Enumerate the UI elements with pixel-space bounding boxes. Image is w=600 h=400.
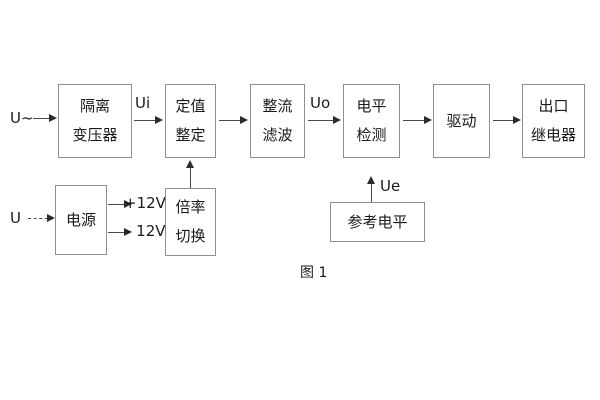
arrow-power-supply-negative-rail <box>108 228 132 237</box>
block-rectify-filter-line-1: 整流 <box>262 97 293 115</box>
arrow-rectify-filter-to-level-detection <box>308 116 342 125</box>
block-multiplier-switch: 倍率 切换 <box>165 188 216 256</box>
arrow-level-detection-to-drive <box>403 116 433 125</box>
block-isolation-transformer: 隔离 变压器 <box>58 84 132 158</box>
arrow-input-ac-to-isolation-transformer <box>33 114 57 123</box>
block-isolation-transformer-line-2: 变压器 <box>72 126 118 144</box>
block-power-supply-line-1: 电源 <box>65 210 96 229</box>
input-dc-label: U <box>10 209 21 227</box>
block-rectify-filter-line-2: 滤波 <box>262 126 293 144</box>
arrow-drive-to-output-relay <box>493 116 522 125</box>
block-output-relay-line-2: 继电器 <box>530 126 576 144</box>
signal-ui-label: Ui <box>135 94 151 112</box>
arrow-isolation-transformer-to-setting-value <box>134 116 164 125</box>
block-level-detection-line-1: 电平 <box>356 97 387 115</box>
block-isolation-transformer-line-1: 隔离 <box>79 97 110 115</box>
arrow-multiplier-switch-to-setting-value <box>186 160 195 188</box>
block-multiplier-switch-line-1: 倍率 <box>175 198 206 216</box>
block-drive: 驱动 <box>433 84 490 158</box>
arrow-power-supply-positive-rail <box>108 200 132 209</box>
signal-uo-label: Uo <box>310 94 331 112</box>
block-reference-level: 参考电平 <box>330 202 425 242</box>
block-power-supply: 电源 <box>55 185 107 255</box>
rail-negative-label: - 12V <box>126 222 166 240</box>
block-output-relay: 出口 继电器 <box>522 84 585 158</box>
figure-caption: 图 1 <box>300 265 328 281</box>
block-setting-value: 定值 整定 <box>165 84 216 158</box>
block-drive-line-1: 驱动 <box>446 111 477 130</box>
block-setting-value-line-2: 整定 <box>175 126 206 144</box>
block-level-detection-line-2: 检测 <box>356 126 387 144</box>
block-multiplier-switch-line-2: 切换 <box>175 227 206 245</box>
arrow-reference-level-to-level-detection <box>367 176 376 202</box>
rail-positive-label: +12V <box>124 194 166 212</box>
block-output-relay-line-1: 出口 <box>538 97 569 115</box>
arrow-input-dc-to-power-supply <box>28 214 55 223</box>
signal-ue-label: Ue <box>380 177 401 195</box>
block-reference-level-line-1: 参考电平 <box>347 212 408 231</box>
input-ac-label: U~ <box>10 109 34 127</box>
block-rectify-filter: 整流 滤波 <box>250 84 305 158</box>
block-level-detection: 电平 检测 <box>343 84 400 158</box>
arrow-setting-value-to-rectify-filter <box>219 116 249 125</box>
block-setting-value-line-1: 定值 <box>175 97 206 115</box>
